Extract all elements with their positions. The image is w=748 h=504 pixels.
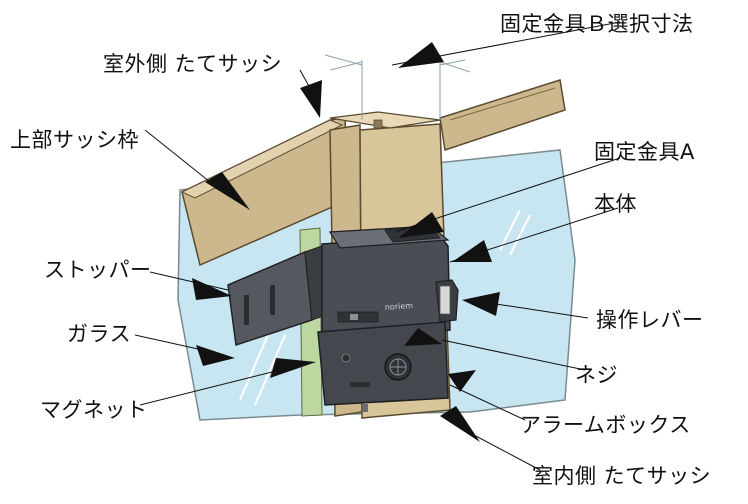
arrow-outdoor-sash xyxy=(300,80,322,118)
label-lever: 操作レバー xyxy=(596,308,704,332)
label-magnet: マグネット xyxy=(40,398,148,422)
arrow-stopper xyxy=(192,278,232,300)
label-bracket-b-dimension: 固定金具Ｂ選択寸法 xyxy=(500,12,694,36)
brand-mark: noriem xyxy=(385,301,414,312)
label-bracket-a: 固定金具A xyxy=(594,140,695,164)
arrow-lever xyxy=(462,292,500,316)
label-outdoor-sash: 室外側 たてサッシ xyxy=(103,52,283,76)
label-stopper: ストッパー xyxy=(44,258,152,282)
label-indoor-sash: 室内側 たてサッシ xyxy=(532,464,712,488)
arrow-upper-frame xyxy=(205,172,250,210)
arrow-magnet xyxy=(270,358,316,378)
arrowheads xyxy=(192,42,500,442)
arrow-glass xyxy=(196,345,235,366)
arrow-alarm-box xyxy=(448,370,476,392)
label-main-body: 本体 xyxy=(594,192,637,216)
label-alarm-box: アラームボックス xyxy=(520,413,691,437)
arrow-indoor-sash xyxy=(440,406,480,442)
label-screw: ネジ xyxy=(575,363,618,387)
alarm-box xyxy=(317,321,449,406)
arrow-screw xyxy=(404,328,442,346)
arrow-bracket-b xyxy=(398,42,444,68)
arrow-bracket-a xyxy=(398,212,444,238)
arrow-main-body xyxy=(452,240,492,262)
label-upper-frame: 上部サッシ枠 xyxy=(10,128,139,152)
label-glass: ガラス xyxy=(67,322,132,346)
